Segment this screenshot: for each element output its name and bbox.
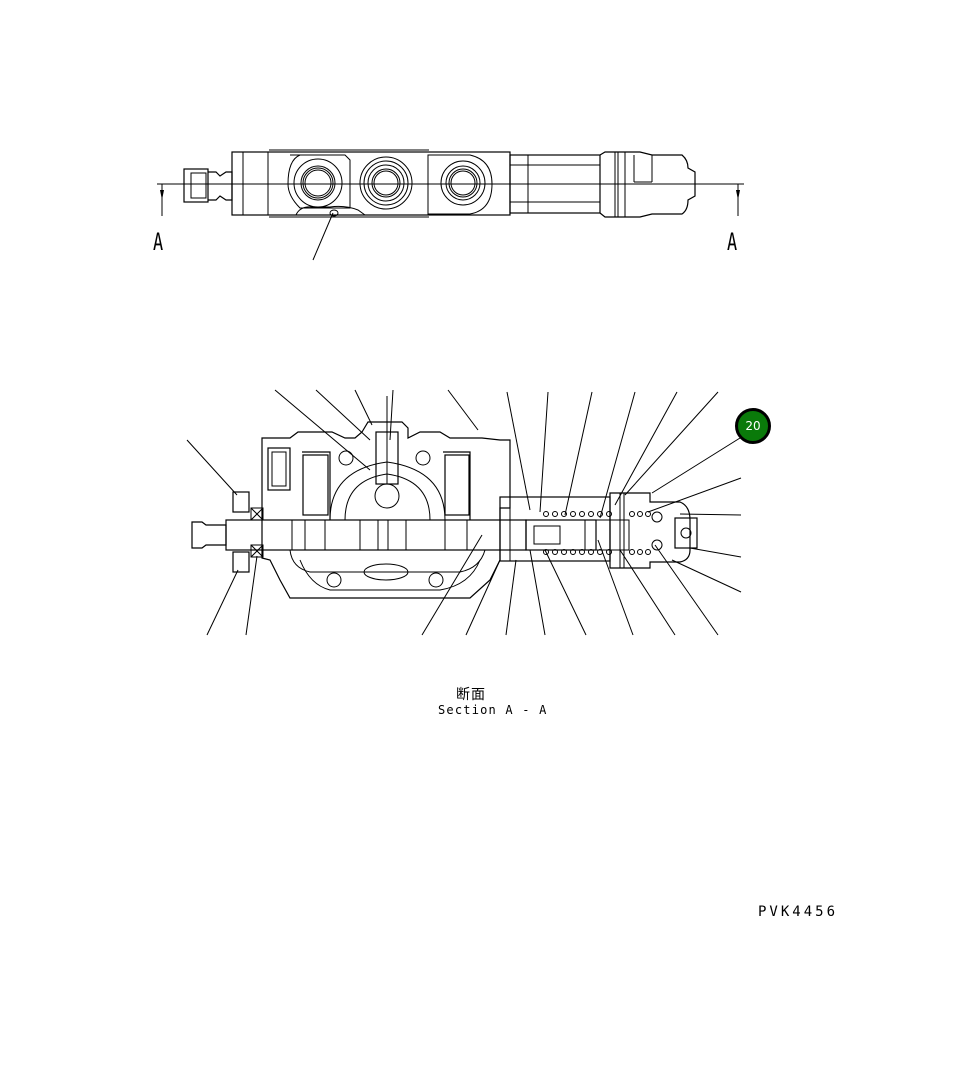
drawing-id: PVK4456 bbox=[758, 904, 839, 920]
section-caption: Section A - A bbox=[438, 703, 548, 717]
spring-lower bbox=[543, 549, 612, 555]
section-caption-japanese: 断面 bbox=[456, 687, 486, 703]
section-mark-left: A bbox=[153, 228, 164, 256]
callout-badge[interactable]: 20 bbox=[735, 408, 771, 444]
section-mark-right: A bbox=[727, 228, 738, 256]
spring-upper bbox=[543, 511, 612, 517]
callout-number: 20 bbox=[745, 419, 761, 433]
section-view-valve bbox=[186, 389, 742, 636]
top-view-valve bbox=[157, 149, 744, 261]
